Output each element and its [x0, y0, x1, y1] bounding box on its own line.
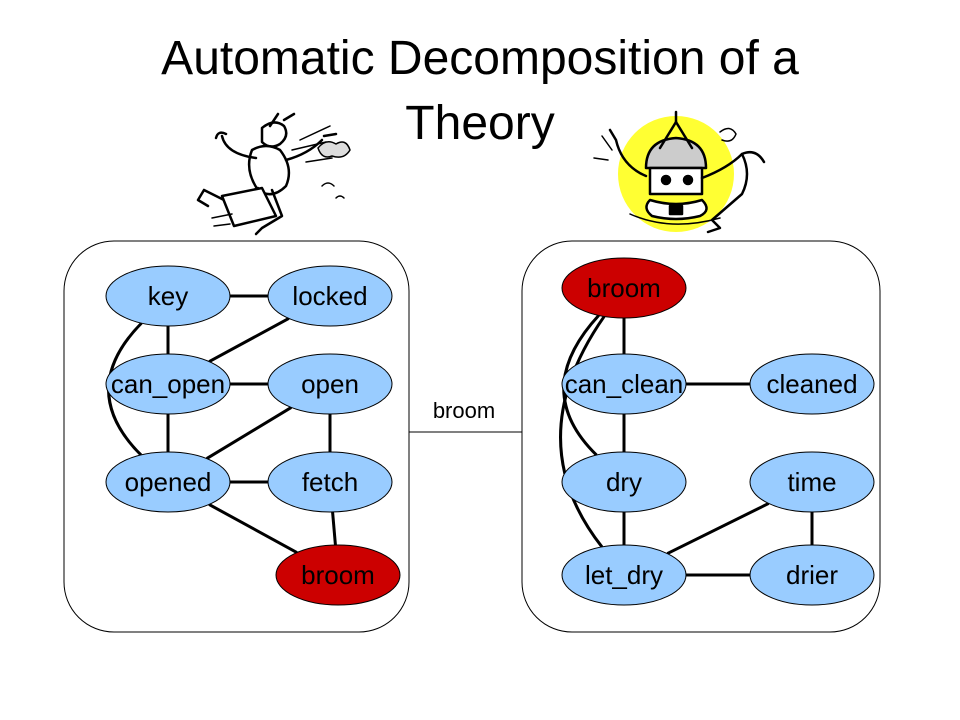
right-partition-graph: broom can_clean cleaned dry time let_dry drier [559, 257, 875, 606]
slide-title-line-1: Automatic Decomposition of a [161, 32, 799, 85]
node-label: open [301, 369, 359, 399]
left-edges [107, 294, 337, 554]
right-partition-box [521, 240, 881, 633]
slide-title-line-2: Theory [405, 97, 555, 150]
node-ellipse [267, 451, 393, 513]
edge-open-opened [205, 406, 293, 460]
node-label: fetch [302, 467, 358, 497]
node-let-dry: let_dry [561, 544, 687, 606]
node-label: can_open [111, 369, 225, 399]
left-partition-graph: key locked can_open open opened fetch broom [105, 265, 401, 606]
node-opened: opened [105, 451, 231, 513]
node-time: time [749, 451, 875, 513]
edge-broom-let_dry [559, 315, 606, 548]
node-label: time [787, 467, 836, 497]
node-drier: drier [749, 544, 875, 606]
node-can-clean: can_clean [561, 353, 687, 415]
node-label: let_dry [585, 560, 663, 590]
node-label: can_clean [565, 369, 684, 399]
node-ellipse [267, 353, 393, 415]
node-broom: broom [275, 544, 401, 606]
node-ellipse [105, 353, 231, 415]
node-ellipse [561, 544, 687, 606]
node-ellipse [749, 544, 875, 606]
node-fetch: fetch [267, 451, 393, 513]
edge-fetch-broom [331, 511, 337, 546]
edge-locked-can_open [208, 317, 290, 363]
node-ellipse [749, 353, 875, 415]
running-robot-illustration [196, 112, 351, 236]
node-ellipse [561, 257, 687, 319]
node-label: broom [587, 273, 661, 303]
node-label: broom [301, 560, 375, 590]
node-ellipse [275, 544, 401, 606]
right-edges [559, 314, 814, 577]
node-ellipse [561, 353, 687, 415]
node-label: cleaned [766, 369, 857, 399]
node-ellipse [267, 265, 393, 327]
node-label: dry [606, 467, 642, 497]
node-cleaned: cleaned [749, 353, 875, 415]
node-ellipse [561, 451, 687, 513]
left-partition-box [63, 240, 410, 633]
node-ellipse [749, 451, 875, 513]
node-ellipse [105, 265, 231, 327]
edge-opened-broom [208, 503, 298, 554]
node-dry: dry [561, 451, 687, 513]
node-broom: broom [561, 257, 687, 319]
node-label: drier [786, 560, 838, 590]
node-label: opened [125, 467, 212, 497]
cleaning-robot-illustration [593, 110, 766, 234]
partition-link-label: broom [433, 398, 495, 423]
node-key: key [105, 265, 231, 327]
node-label: locked [292, 281, 367, 311]
node-locked: locked [267, 265, 393, 327]
edge-let_dry-time [666, 502, 770, 555]
node-can-open: can_open [105, 353, 231, 415]
node-label: key [148, 281, 188, 311]
node-ellipse [105, 451, 231, 513]
node-open: open [267, 353, 393, 415]
